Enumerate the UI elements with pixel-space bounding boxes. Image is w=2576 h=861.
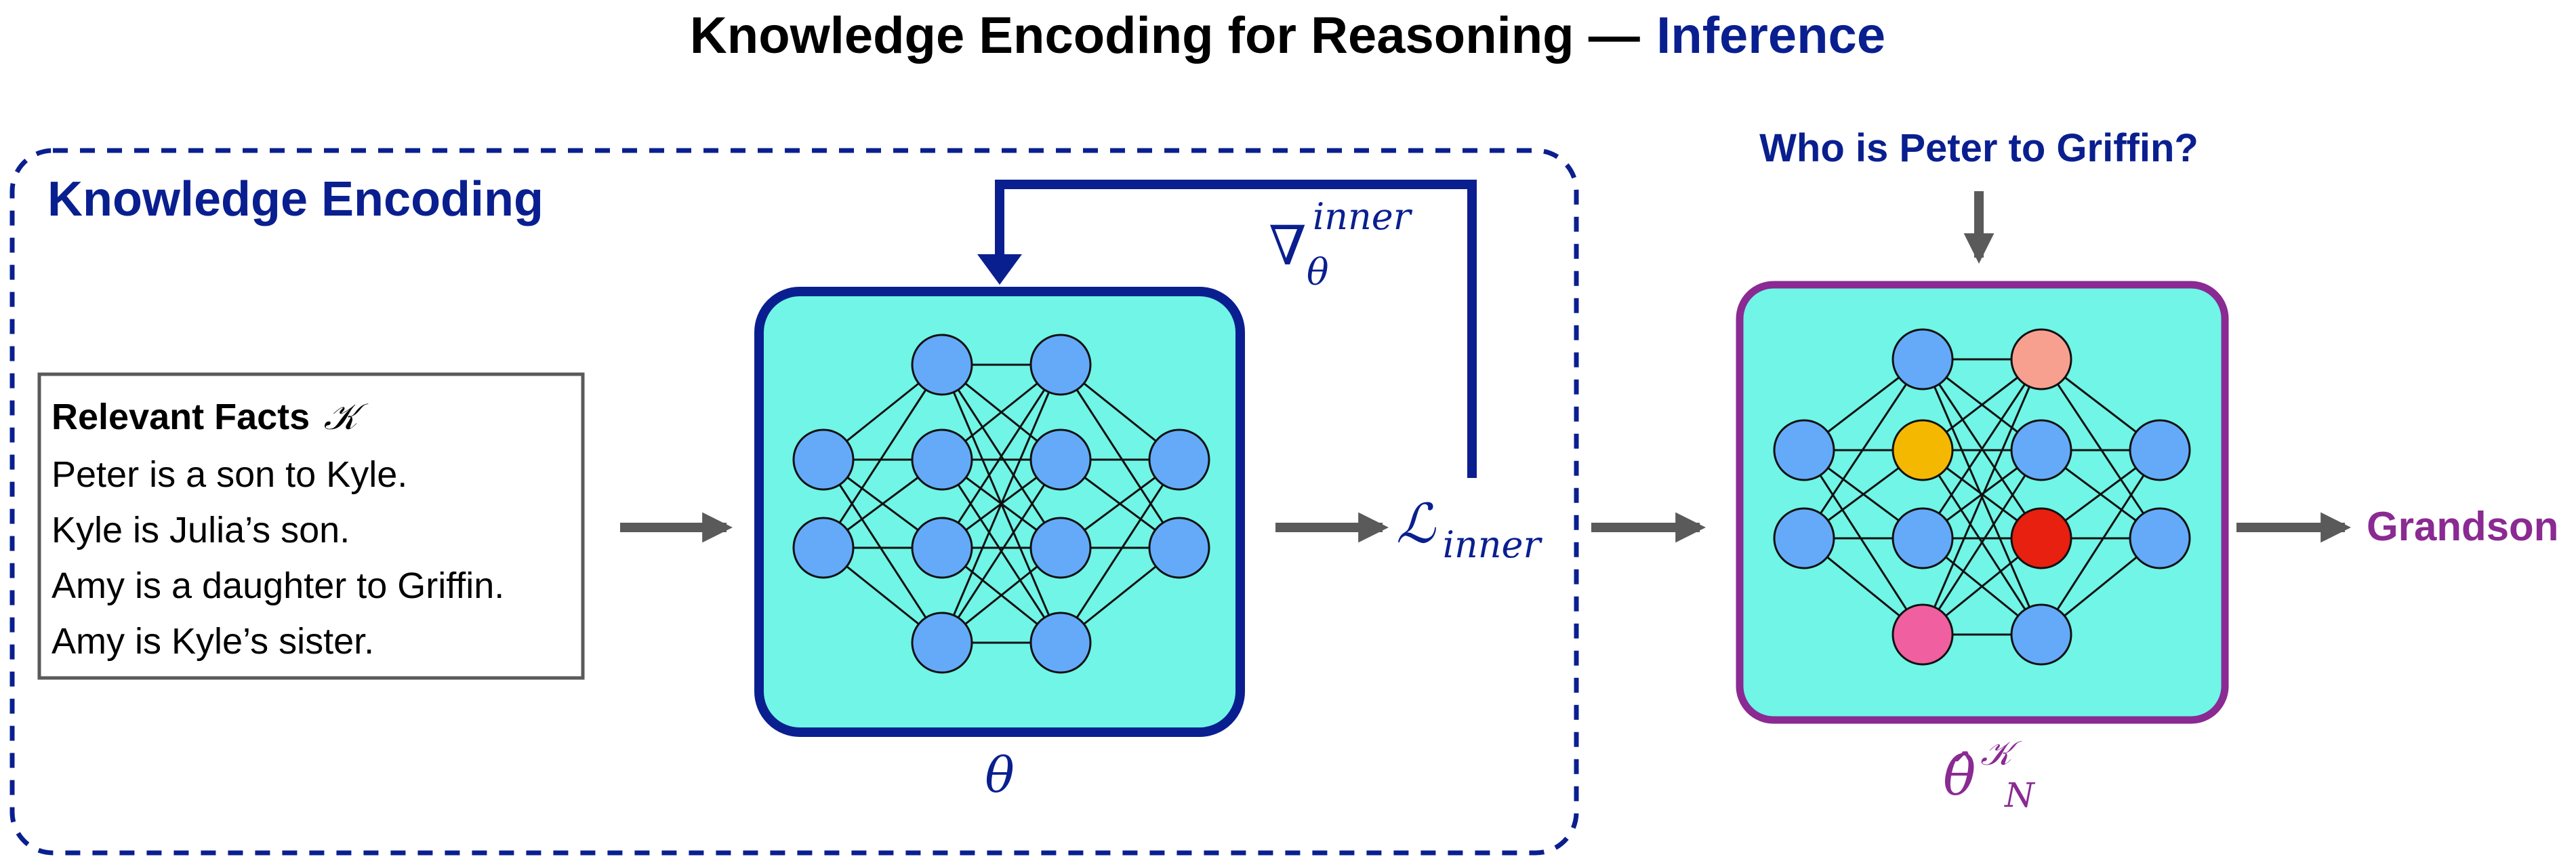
network-node bbox=[1892, 603, 1954, 666]
relevant-facts-box bbox=[37, 372, 585, 680]
network-node bbox=[1148, 517, 1210, 579]
network-node bbox=[1773, 507, 1835, 569]
adapted-neural-network bbox=[1773, 328, 2191, 666]
network-edge bbox=[2040, 359, 2161, 539]
network-node bbox=[1892, 328, 1954, 391]
network-node bbox=[792, 517, 855, 579]
network-node bbox=[1773, 419, 1835, 481]
diagram-title: Knowledge Encoding for Reasoning — Infer… bbox=[690, 7, 1885, 64]
network-edge bbox=[941, 459, 1062, 643]
network-node bbox=[1029, 334, 1092, 396]
fact-line: Kyle is Julia’s son. bbox=[52, 510, 350, 550]
knowledge-encoding-label: Knowledge Encoding bbox=[47, 172, 544, 226]
network-edge bbox=[822, 364, 943, 548]
knowledge-encoding-container bbox=[9, 148, 1579, 856]
inference-network-panel bbox=[1736, 281, 2229, 724]
network-node bbox=[911, 517, 973, 579]
network-edge bbox=[1921, 449, 2043, 635]
network-node bbox=[2010, 603, 2072, 666]
network-node bbox=[1892, 419, 1954, 481]
fact-line: Amy is a daughter to Griffin. bbox=[52, 565, 504, 606]
network-edge bbox=[1921, 359, 2043, 635]
adapted-parameter-subscript: N bbox=[2004, 776, 2036, 815]
network-node bbox=[911, 428, 973, 491]
network-node bbox=[2010, 419, 2072, 481]
network-edge bbox=[1059, 459, 1181, 643]
answer-text: Grandson bbox=[2367, 504, 2558, 549]
network-edge bbox=[2040, 449, 2161, 635]
encoding-network-panel bbox=[754, 287, 1245, 737]
network-edge bbox=[1803, 359, 1924, 539]
network-node bbox=[2010, 328, 2072, 391]
inner-gradient-subscript: θ bbox=[1307, 251, 1329, 294]
network-node bbox=[792, 428, 855, 491]
network-node bbox=[1029, 428, 1092, 491]
gradient-feedback-loop bbox=[995, 180, 1477, 478]
network-node bbox=[1892, 507, 1954, 569]
network-node bbox=[1029, 517, 1092, 579]
network-edge bbox=[1921, 359, 2043, 539]
network-node bbox=[911, 334, 973, 396]
network-edge bbox=[941, 364, 1062, 548]
fact-line: Peter is a son to Kyle. bbox=[52, 454, 407, 495]
question-text: Who is Peter to Griffin? bbox=[1759, 126, 2199, 170]
network-node bbox=[2010, 507, 2072, 569]
fact-line: Amy is Kyle’s sister. bbox=[52, 621, 374, 662]
encoding-neural-network bbox=[792, 334, 1210, 674]
network-node bbox=[2129, 507, 2191, 569]
network-parameter-theta: θ bbox=[985, 746, 1014, 803]
network-edge bbox=[1059, 364, 1181, 548]
inner-gradient-label: ∇ inner bbox=[1269, 195, 1413, 277]
network-edge bbox=[822, 459, 943, 643]
network-edge bbox=[941, 364, 1062, 643]
inner-loss-label: ℒ inner bbox=[1396, 492, 1543, 566]
network-node bbox=[1029, 612, 1092, 674]
network-node bbox=[1148, 428, 1210, 491]
down-arrow-icon bbox=[977, 254, 1022, 285]
network-edge bbox=[1803, 449, 1924, 635]
network-node bbox=[911, 612, 973, 674]
network-node bbox=[2129, 419, 2191, 481]
